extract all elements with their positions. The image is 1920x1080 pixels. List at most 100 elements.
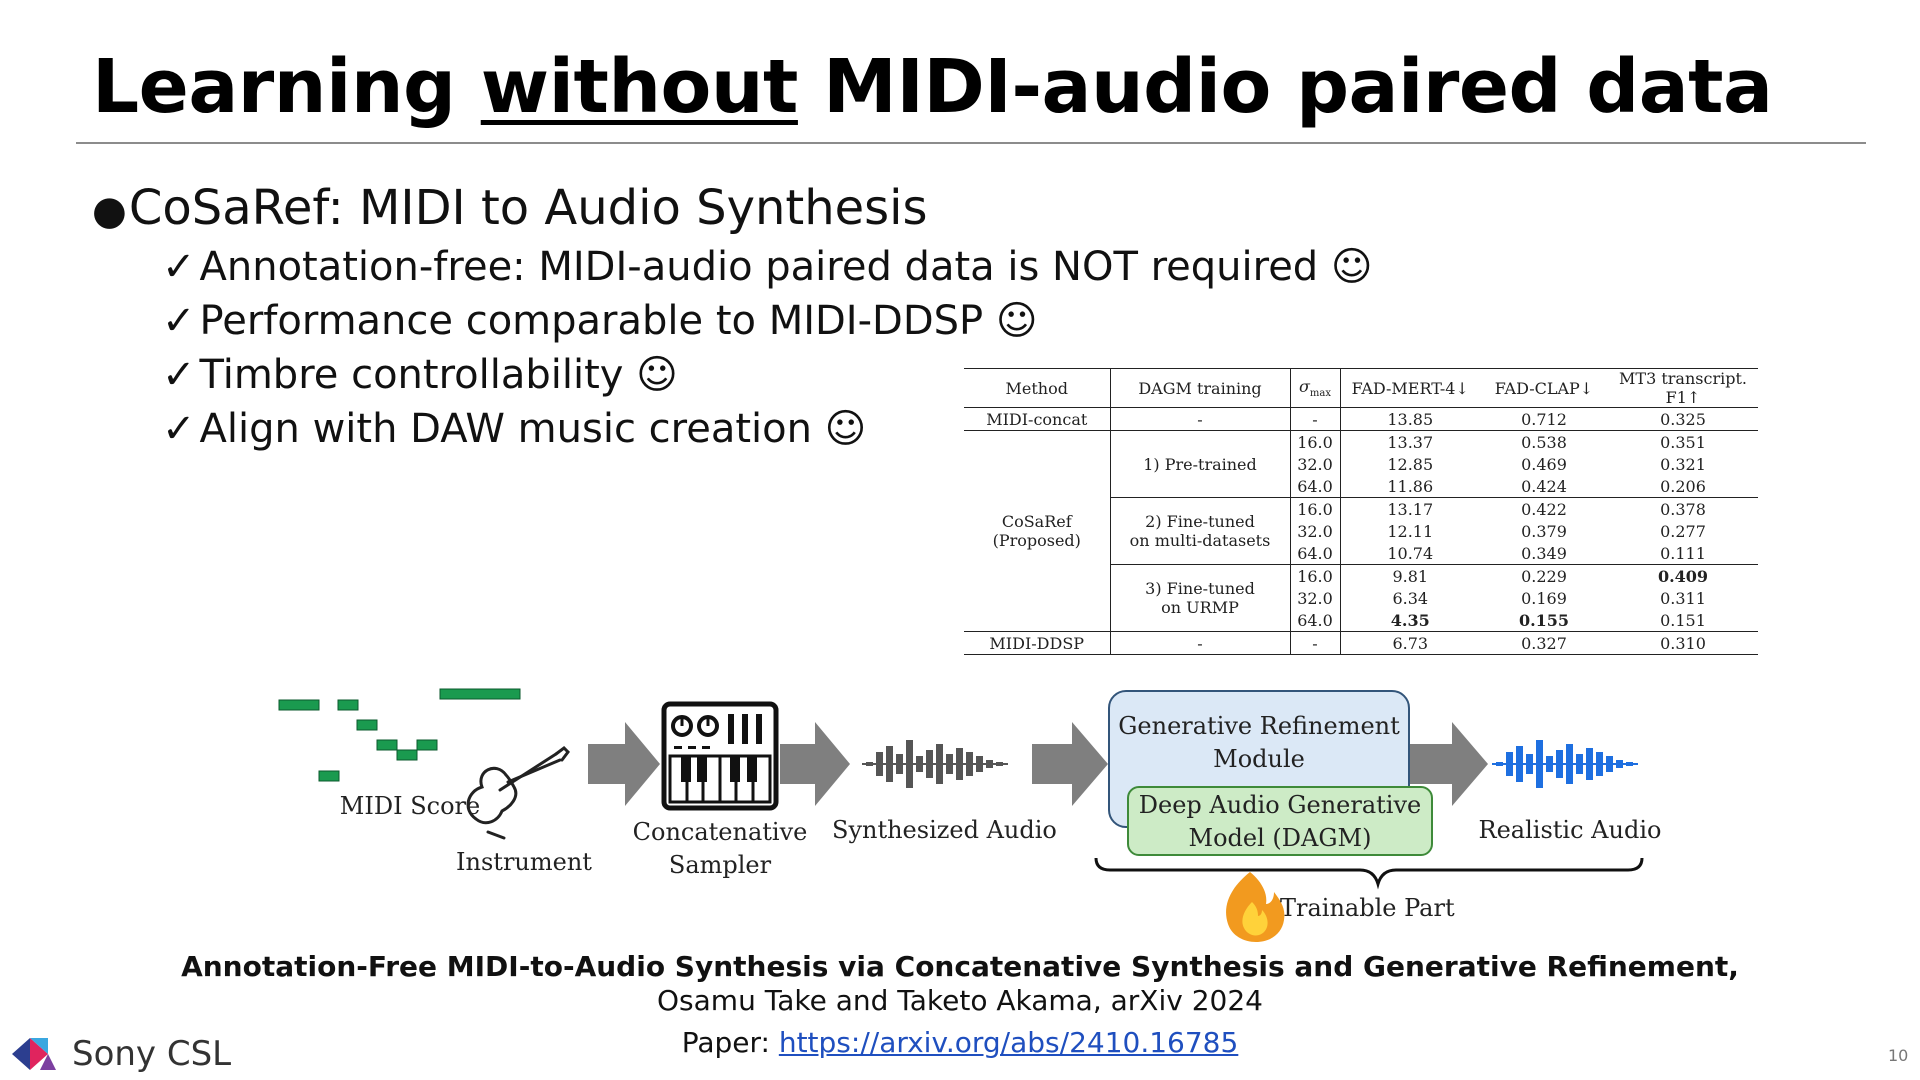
violin-icon bbox=[466, 746, 570, 840]
table-row: 64.0 4.35 0.155 0.151 bbox=[964, 609, 1758, 632]
arrow-2 bbox=[780, 722, 850, 806]
trainable-part-label: Trainable Part bbox=[1280, 894, 1455, 922]
cell-group-1: 1) Pre-trained bbox=[1110, 430, 1291, 498]
cell-fad-mert: 12.85 bbox=[1387, 454, 1434, 474]
cell-fad-clap: 0.327 bbox=[1480, 631, 1608, 655]
flow-arrows bbox=[588, 722, 1488, 806]
subpoint-1: ✓Annotation-free: MIDI-audio paired data… bbox=[162, 244, 1373, 290]
subpoint-text: Annotation-free: MIDI-audio paired data … bbox=[199, 244, 1373, 290]
cell-mt3: 0.325 bbox=[1660, 409, 1706, 429]
midi-note bbox=[278, 699, 320, 711]
cell-sigma: 16.0 bbox=[1290, 497, 1341, 520]
table-header-row: Method DAGM training σmax FAD-MERT-4↓ FA… bbox=[964, 368, 1758, 408]
paper-link[interactable]: https://arxiv.org/abs/2410.16785 bbox=[778, 1026, 1239, 1059]
cell-mt3: 0.111 bbox=[1660, 543, 1706, 563]
refinement-label-line1: Generative Refinement bbox=[1118, 712, 1400, 740]
cell-fad-mert: 9.81 bbox=[1340, 564, 1480, 587]
cell-fad-mert: 13.85 bbox=[1387, 409, 1434, 429]
main-bullet: ●CoSaRef: MIDI to Audio Synthesis bbox=[92, 180, 928, 236]
sigma-symbol: σ bbox=[1298, 376, 1310, 396]
dagm-label-line2: Model (DAGM) bbox=[1188, 824, 1372, 852]
sampler-label-line1: Concatenative bbox=[632, 818, 808, 846]
cell-sigma: 64.0 bbox=[1290, 475, 1341, 498]
header-fad-mert: FAD-MERT-4↓ bbox=[1340, 368, 1480, 408]
bullet-dot-icon: ● bbox=[92, 188, 127, 234]
header-fad-clap: FAD-CLAP↓ bbox=[1480, 368, 1608, 408]
sigma-subscript: max bbox=[1309, 388, 1331, 400]
table-row: 32.0 12.11 0.379 0.277 bbox=[964, 520, 1758, 542]
cell-sigma: 32.0 bbox=[1290, 520, 1341, 542]
midi-notes bbox=[278, 688, 521, 782]
midi-note bbox=[337, 699, 359, 711]
table-row: MIDI-concat - - 13.85 0.712 0.325 bbox=[964, 407, 1758, 431]
subpoint-text: Align with DAW music creation ☺ bbox=[199, 406, 867, 452]
cell-mt3-best: 0.409 bbox=[1608, 564, 1758, 587]
cell-mt3: 0.310 bbox=[1608, 631, 1758, 655]
cell-mt3: 0.378 bbox=[1608, 497, 1758, 520]
group-label: 2) Fine-tuned bbox=[1145, 512, 1255, 531]
cell-fad-clap: 0.229 bbox=[1480, 564, 1608, 587]
cell-dagm: - bbox=[1110, 407, 1291, 431]
midi-note bbox=[416, 739, 438, 751]
cell-fad-clap: 0.422 bbox=[1480, 497, 1608, 520]
cell-sigma: 64.0 bbox=[1290, 542, 1341, 565]
cell-fad-clap: 0.424 bbox=[1521, 476, 1567, 496]
midi-note bbox=[318, 770, 340, 782]
cell-mt3: 0.277 bbox=[1660, 521, 1706, 541]
check-icon: ✓ bbox=[162, 406, 196, 452]
cell-fad-clap-best: 0.155 bbox=[1518, 610, 1570, 630]
cell-method: MIDI-DDSP bbox=[964, 631, 1111, 655]
cell-fad-mert: 11.86 bbox=[1387, 476, 1434, 496]
cell-fad-mert: 6.34 bbox=[1392, 588, 1429, 608]
subpoint-3: ✓Timbre controllability ☺ bbox=[162, 352, 678, 398]
fire-icon bbox=[1226, 872, 1285, 942]
synthesized-waveform-icon bbox=[862, 740, 1008, 788]
group-label: 3) Fine-tuned bbox=[1145, 579, 1255, 598]
table-row: 32.0 12.85 0.469 0.321 bbox=[964, 453, 1758, 475]
header-sigma: σmax bbox=[1290, 368, 1341, 408]
midi-note bbox=[356, 719, 378, 731]
refinement-label-line2: Module bbox=[1213, 745, 1305, 773]
cell-fad-clap: 0.469 bbox=[1521, 454, 1567, 474]
check-icon: ✓ bbox=[162, 298, 196, 344]
results-table: Method DAGM training σmax FAD-MERT-4↓ FA… bbox=[964, 368, 1758, 655]
realistic-audio-label: Realistic Audio bbox=[1478, 816, 1662, 844]
cell-fad-mert-best: 4.35 bbox=[1390, 610, 1430, 630]
cell-fad-clap: 0.349 bbox=[1521, 543, 1567, 563]
title-emphasis: without bbox=[480, 44, 799, 130]
cell-method-cosaref: CoSaRef(Proposed) bbox=[964, 430, 1111, 632]
sampler-label-line2: Sampler bbox=[668, 851, 772, 879]
title-divider bbox=[76, 142, 1866, 144]
check-icon: ✓ bbox=[162, 352, 196, 398]
cell-mt3: 0.206 bbox=[1660, 476, 1706, 496]
header-dagm-training: DAGM training bbox=[1110, 368, 1291, 408]
cell-fad-mert: 13.37 bbox=[1340, 430, 1480, 453]
cell-dagm: - bbox=[1110, 631, 1291, 655]
realistic-waveform-icon bbox=[1492, 740, 1638, 788]
cell-fad-clap: 0.379 bbox=[1521, 521, 1567, 541]
table-row: 64.0 10.74 0.349 0.111 bbox=[964, 542, 1758, 565]
cell-sigma: 32.0 bbox=[1290, 453, 1341, 475]
cell-mt3: 0.351 bbox=[1608, 430, 1758, 453]
sony-csl-logo-icon bbox=[12, 1038, 56, 1070]
slide-title: Learning without MIDI-audio paired data bbox=[92, 44, 1773, 130]
paper-line: Paper: https://arxiv.org/abs/2410.16785 bbox=[0, 1026, 1920, 1059]
title-text-end: MIDI-audio paired data bbox=[797, 44, 1773, 130]
main-bullet-text: CoSaRef: MIDI to Audio Synthesis bbox=[128, 180, 928, 236]
cell-sigma: - bbox=[1290, 631, 1341, 655]
cosaref-sublabel: (Proposed) bbox=[992, 531, 1081, 550]
table-row: CoSaRef(Proposed) 1) Pre-trained 16.0 13… bbox=[964, 430, 1758, 632]
cell-fad-clap: 0.538 bbox=[1480, 430, 1608, 453]
group-sublabel: on URMP bbox=[1161, 598, 1239, 617]
keyboard-sampler-icon bbox=[661, 701, 779, 811]
table-row: 32.0 6.34 0.169 0.311 bbox=[964, 587, 1758, 609]
cell-sigma: 32.0 bbox=[1290, 587, 1341, 609]
dagm-label-line1: Deep Audio Generative bbox=[1138, 791, 1422, 819]
